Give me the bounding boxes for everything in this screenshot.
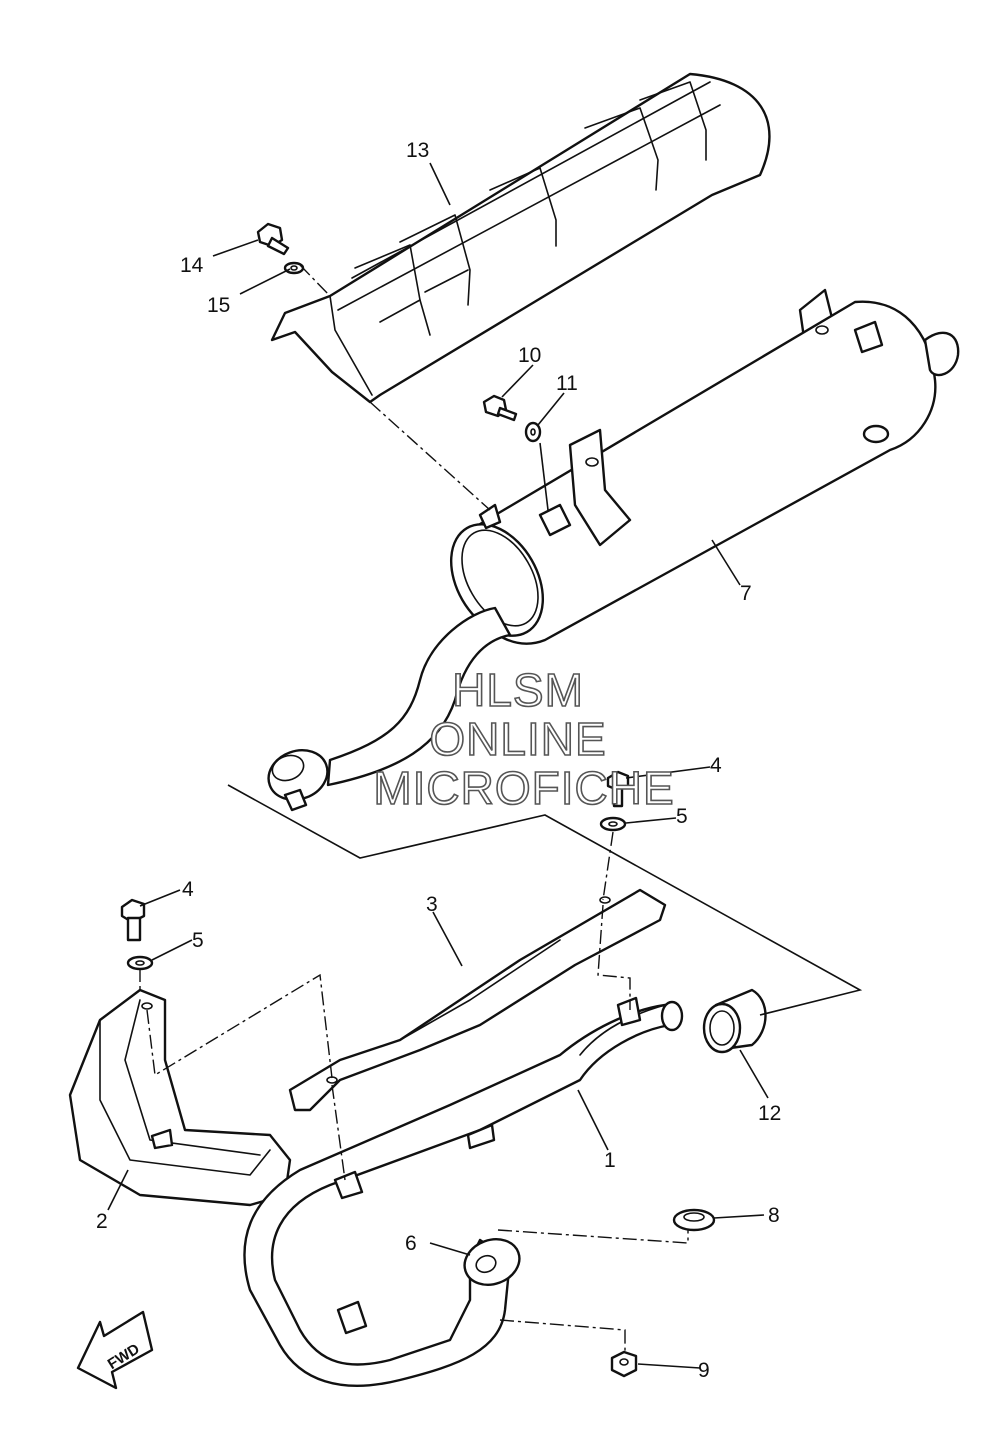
callout-12: 12 (758, 1102, 781, 1125)
part-1-exhaust-pipe[interactable] (243, 996, 684, 1387)
watermark-line-2: ONLINE (429, 713, 606, 765)
callout-5-upper: 5 (676, 805, 688, 828)
part-5-washer-left[interactable] (126, 955, 154, 971)
assembly-lines (139, 264, 863, 1352)
callout-11: 11 (556, 372, 578, 395)
part-11-washer[interactable] (524, 421, 542, 443)
callout-1: 1 (604, 1149, 616, 1172)
part-9-nut[interactable] (610, 1350, 638, 1378)
callout-13: 13 (406, 139, 429, 162)
part-4-bolt-left[interactable] (120, 898, 146, 942)
callout-9: 9 (698, 1359, 710, 1382)
part-15-washer[interactable] (283, 261, 305, 275)
forward-direction-arrow: FWD (76, 1310, 154, 1390)
part-3-protector[interactable] (288, 888, 667, 1112)
callout-3: 3 (426, 893, 438, 916)
callout-7: 7 (740, 582, 752, 605)
part-12-gasket-ring[interactable] (702, 988, 767, 1054)
callout-15: 15 (207, 294, 230, 317)
part-6-gasket[interactable] (458, 1232, 526, 1292)
leader-lines (107, 162, 769, 1369)
part-10-bolt[interactable] (482, 394, 518, 422)
watermark-line-1: HLSM (452, 664, 584, 716)
part-13-heat-protector[interactable] (270, 72, 771, 404)
callout-labels: 13 14 15 10 11 7 4 5 4 5 3 12 1 2 8 6 9 (96, 139, 781, 1382)
callout-2: 2 (96, 1210, 108, 1233)
callout-8: 8 (768, 1204, 780, 1227)
part-7-muffler[interactable] (262, 288, 960, 812)
part-2-guard[interactable] (68, 988, 292, 1207)
part-4-bolt-upper[interactable] (606, 770, 630, 808)
part-14-bolt[interactable] (256, 222, 290, 256)
callout-5-left: 5 (192, 929, 204, 952)
part-5-washer-upper[interactable] (599, 816, 627, 832)
callout-10: 10 (518, 344, 541, 367)
callout-14: 14 (180, 254, 204, 277)
watermark: HLSM ONLINE MICROFICHE (373, 663, 675, 815)
part-8-seal[interactable] (672, 1208, 716, 1232)
watermark-line-3: MICROFICHE (373, 762, 674, 814)
callout-4-upper: 4 (710, 754, 722, 777)
callout-6: 6 (405, 1232, 417, 1255)
callout-4-left: 4 (182, 878, 194, 901)
